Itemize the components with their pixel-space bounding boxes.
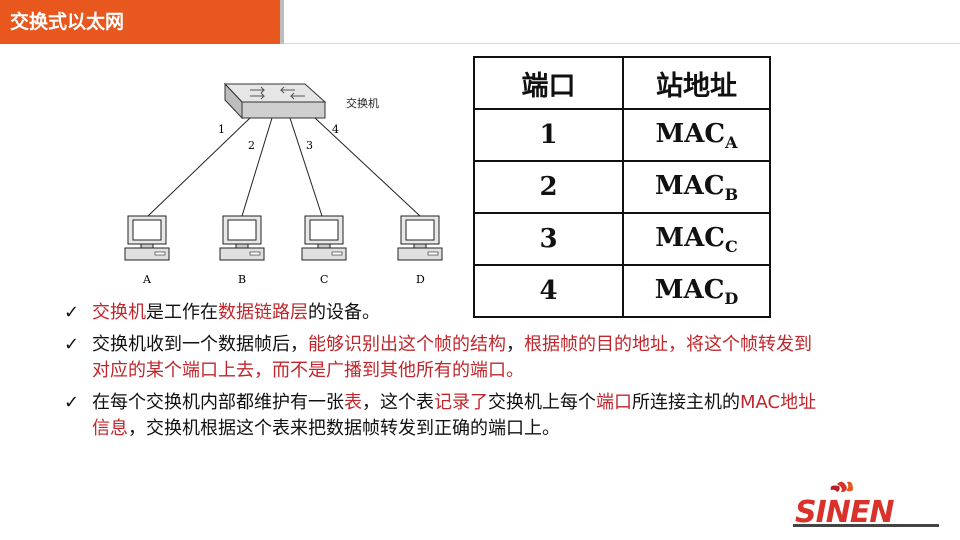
port-cell: 3	[473, 212, 624, 266]
bullet-item-2: ✓ 交换机收到一个数据帧后，能够识别出这个帧的结构，根据帧的目的地址，将这个帧转…	[62, 332, 822, 384]
checkmark-icon: ✓	[64, 334, 80, 355]
text-highlight: 数据链路层	[218, 302, 308, 323]
computer-icon-b	[219, 215, 265, 261]
title-divider	[280, 0, 960, 44]
text-segment: 是工作在	[146, 302, 218, 323]
cable-d	[314, 117, 421, 217]
port-label-4: 4	[332, 123, 339, 136]
text-segment: 的设备。	[308, 302, 380, 323]
text-highlight: 记录了	[434, 392, 488, 413]
port-cell: 2	[473, 160, 624, 214]
mac-subscript: A	[725, 132, 738, 152]
cable-c	[289, 117, 323, 217]
mac-cell: MACB	[622, 160, 771, 214]
text-segment: 在每个交换机内部都维护有一张	[92, 392, 344, 413]
host-label-a: A	[142, 273, 152, 286]
text-highlight: 交换机	[92, 302, 146, 323]
text-segment: 所连接主机的	[632, 392, 740, 413]
host-label-d: D	[416, 273, 425, 286]
switch-icon	[223, 82, 327, 120]
bullet-item-1: ✓ 交换机是工作在数据链路层的设备。	[62, 300, 822, 326]
column-header-station-address: 站地址	[622, 56, 771, 110]
host-label-c: C	[320, 273, 328, 286]
port-label-3: 3	[306, 139, 313, 152]
computer-icon-c	[301, 215, 347, 261]
cable-a	[147, 117, 251, 217]
mac-cell: MACC	[622, 212, 771, 266]
text-highlight: 根据帧的目的地址，将这个帧转发到对应的某个端口上去，而不是广播到其他所有的端口。	[92, 334, 812, 381]
port-cell: 1	[473, 108, 624, 162]
text-highlight: 能够识别出这个帧的结构	[308, 334, 506, 355]
text-segment: 交换机收到一个数据帧后，	[92, 334, 308, 355]
mac-subscript: D	[724, 288, 739, 308]
text-segment: 交换机上每个	[488, 392, 596, 413]
text-highlight: 表	[344, 392, 362, 413]
computer-icon-d	[397, 215, 443, 261]
switch-label: 交换机	[346, 96, 379, 110]
checkmark-icon: ✓	[64, 392, 80, 413]
port-label-1: 1	[218, 123, 225, 136]
mac-subscript: C	[724, 236, 738, 256]
port-cell: 4	[473, 264, 624, 318]
sinen-logo: SINEN	[793, 481, 939, 530]
switch-network-diagram: 交换机 1 2 3 4 A B C D	[124, 82, 443, 286]
table-header-row: 端口 站地址	[473, 56, 771, 110]
table-row: 4 MACD	[473, 264, 771, 318]
bullet-list: ✓ 交换机是工作在数据链路层的设备。 ✓ 交换机收到一个数据帧后，能够识别出这个…	[62, 300, 822, 448]
bullet-item-3: ✓ 在每个交换机内部都维护有一张表，这个表记录了交换机上每个端口所连接主机的MA…	[62, 390, 822, 442]
checkmark-icon: ✓	[64, 302, 80, 323]
mac-cell: MACD	[622, 264, 771, 318]
host-label-b: B	[238, 273, 246, 286]
text-segment: ，交换机根据这个表来把数据帧转发到正确的端口上。	[128, 418, 560, 439]
table-row: 2 MACB	[473, 160, 771, 214]
computer-icon-a	[124, 215, 170, 261]
mac-subscript: B	[724, 184, 739, 204]
page-title: 交换式以太网	[0, 0, 280, 44]
mac-text: MAC	[654, 170, 725, 201]
mac-text: MAC	[655, 118, 726, 149]
table-row: 1 MACA	[473, 108, 771, 162]
text-segment: ，这个表	[362, 392, 434, 413]
cable-b	[241, 117, 273, 217]
column-header-port: 端口	[473, 56, 624, 110]
table-row: 3 MACC	[473, 212, 771, 266]
mac-address-table: 端口 站地址 1 MACA 2 MACB 3 MACC 4 MACD	[473, 56, 771, 318]
mac-text: MAC	[654, 274, 725, 305]
text-highlight: 端口	[596, 392, 632, 413]
text-highlight: MAC地址信息	[92, 392, 817, 439]
mac-text: MAC	[655, 222, 725, 253]
mac-cell: MACA	[622, 108, 771, 162]
port-label-2: 2	[248, 139, 255, 152]
text-segment: ，	[506, 334, 524, 355]
